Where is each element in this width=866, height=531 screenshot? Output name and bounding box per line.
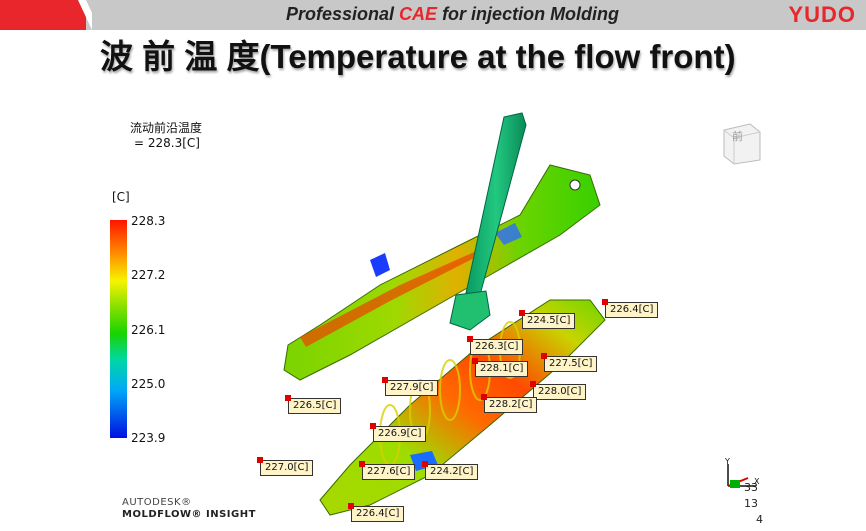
probe-label-3: 226.3[C] <box>466 336 524 355</box>
header-title-accent: CAE <box>399 4 438 24</box>
sprue <box>465 112 527 296</box>
legend-tick-max: 228.3 <box>131 214 166 228</box>
view-cube-icon[interactable]: 前 <box>720 120 764 166</box>
part-model[interactable] <box>260 105 620 525</box>
svg-text:X: X <box>754 477 760 486</box>
probe-label-7: 228.0[C] <box>529 381 587 400</box>
gate-runner <box>449 290 491 331</box>
legend-unit: [C] <box>112 190 130 204</box>
slide-title: 波 前 温 度(Temperature at the flow front) <box>100 38 736 75</box>
cold-spot-2 <box>495 223 522 245</box>
probe-label-6: 227.9[C] <box>381 377 439 396</box>
result-value: = 228.3[C] <box>134 136 200 150</box>
header-title: Professional CAE for injection Molding <box>286 4 619 25</box>
probe-label-1: 226.4[C] <box>601 299 659 318</box>
scale-number-2: 13 <box>744 497 758 510</box>
brand-logo: YUDO <box>788 2 856 27</box>
color-scale-bar <box>110 220 127 438</box>
probe-label-10: 226.9[C] <box>369 423 427 442</box>
header-title-prefix: Professional <box>286 4 400 24</box>
legend-tick-2: 227.2 <box>131 268 166 282</box>
probe-label-8: 228.2[C] <box>480 394 538 413</box>
svg-text:Y: Y <box>724 458 730 466</box>
probe-label-14: 226.4[C] <box>347 503 405 522</box>
probe-label-13: 224.2[C] <box>421 461 479 480</box>
axis-triad-icon: Y X <box>724 458 760 488</box>
probe-label-2: 224.5[C] <box>518 310 576 329</box>
footer-vendor: AUTODESK® <box>122 497 192 508</box>
header-notch-2 <box>86 0 100 30</box>
cold-spot-1 <box>370 253 390 277</box>
scale-number-1: 33 <box>744 481 758 494</box>
legend-tick-3: 226.1 <box>131 323 166 337</box>
result-name: 流动前沿温度 <box>130 121 203 135</box>
header-title-suffix: for injection Molding <box>437 4 620 24</box>
probe-label-5: 228.1[C] <box>471 358 529 377</box>
probe-label-11: 227.0[C] <box>256 457 314 476</box>
scale-number-3: 4 <box>756 513 763 526</box>
upper-hot-zone <box>300 245 490 347</box>
legend-tick-4: 225.0 <box>131 377 166 391</box>
view-cube-label: 前 <box>732 129 743 143</box>
header-red-block <box>0 0 86 30</box>
footer-product: MOLDFLOW® INSIGHT <box>122 509 256 520</box>
mount-hole <box>569 179 581 191</box>
probe-label-12: 227.6[C] <box>358 461 416 480</box>
probe-label-4: 227.5[C] <box>540 353 598 372</box>
legend-tick-min: 223.9 <box>131 431 166 445</box>
probe-label-9: 226.5[C] <box>284 395 342 414</box>
header-bar <box>0 0 866 30</box>
